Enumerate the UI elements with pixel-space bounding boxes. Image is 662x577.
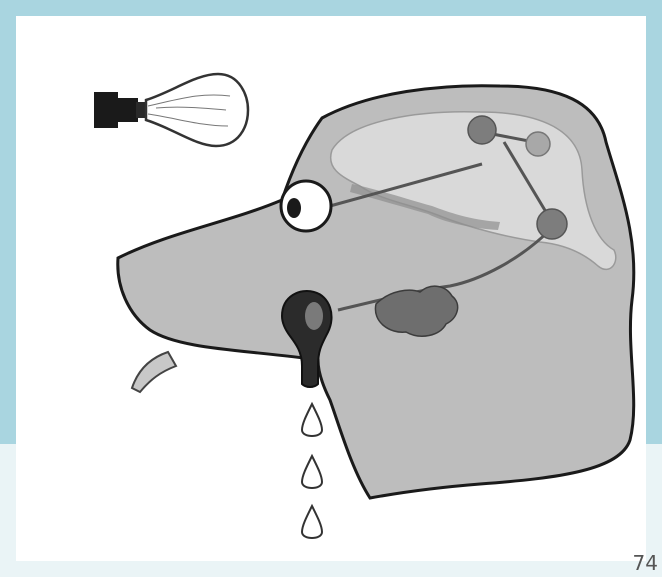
saliva-drop bbox=[302, 404, 322, 436]
saliva-drop bbox=[302, 456, 322, 488]
saliva-drop bbox=[302, 506, 322, 538]
saliva-drops bbox=[302, 404, 322, 538]
neuron-visual bbox=[468, 116, 496, 144]
light-bulb-icon bbox=[94, 74, 248, 146]
bulb-glass bbox=[146, 74, 248, 146]
neuron-association bbox=[526, 132, 550, 156]
page-number: 74 bbox=[633, 551, 658, 575]
neuron-salivation bbox=[537, 209, 567, 239]
bulb-socket bbox=[94, 92, 118, 128]
tongue bbox=[132, 352, 176, 392]
eye-icon bbox=[281, 181, 331, 231]
